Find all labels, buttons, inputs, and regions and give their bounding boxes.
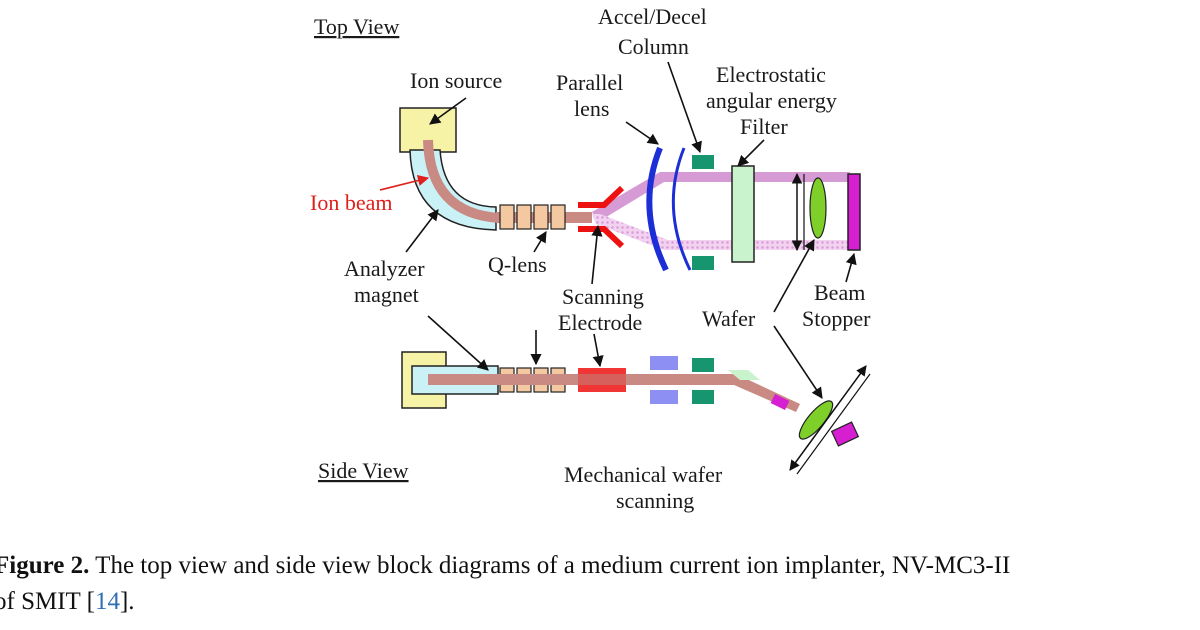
top-view-title: Top View xyxy=(314,14,399,39)
accel-decel-label-1: Accel/Decel xyxy=(598,4,707,29)
caption-source: of SMIT [ xyxy=(0,588,95,615)
beam-stopper-side-upper xyxy=(770,393,790,411)
ion-implanter-diagram: Top View Accel/Decel Column Ion source P… xyxy=(310,4,871,513)
ion-beam-side xyxy=(428,374,800,412)
accel-column-side-b xyxy=(692,390,714,404)
scanning-label-2: Electrode xyxy=(558,310,642,335)
caption-line-2: of SMIT [14]. xyxy=(0,584,1200,620)
caption-end: ]. xyxy=(119,588,135,615)
parallel-lens-label-1: Parallel xyxy=(556,70,623,95)
filter-label-3: Filter xyxy=(740,114,788,139)
beam-stopper-label-1: Beam xyxy=(814,280,865,305)
scanning-label-1: Scanning xyxy=(562,284,644,309)
parallel-lens-side-a xyxy=(650,356,678,370)
parallel-lens-top xyxy=(646,146,692,272)
caption-text: The top view and side view block diagram… xyxy=(89,552,1011,579)
wafer-side xyxy=(798,400,834,440)
energy-filter-side xyxy=(728,370,760,380)
analyzer-label-2: magnet xyxy=(354,282,419,307)
beam-stopper-side xyxy=(830,421,860,447)
figure-number: Figure 2. xyxy=(0,552,90,579)
accel-column-side-a xyxy=(692,358,714,372)
side-view-title: Side View xyxy=(318,458,409,483)
beam-stopper-top xyxy=(847,173,861,251)
ion-beam-side-overlay xyxy=(578,374,626,385)
filter-label-1: Electrostatic xyxy=(716,62,826,87)
q-lens-label: Q-lens xyxy=(488,252,547,277)
filter-label-2: angular energy xyxy=(706,88,837,113)
side-view-diagram xyxy=(401,351,871,475)
accel-decel-label-2: Column xyxy=(618,34,689,59)
mechanical-scan-label-2: scanning xyxy=(616,488,694,513)
parallel-lens-label-2: lens xyxy=(574,96,609,121)
accel-column-top-b xyxy=(692,256,714,270)
ion-beam-curve xyxy=(423,139,501,223)
top-view-diagram xyxy=(399,107,861,272)
q-lens-top xyxy=(499,204,566,230)
analyzer-label-1: Analyzer xyxy=(344,256,425,281)
parallel-lens-side-b xyxy=(650,390,678,404)
caption-line-1: Figure 2. The top view and side view blo… xyxy=(0,548,1200,584)
accel-column-top-a xyxy=(692,155,714,169)
ion-source-label: Ion source xyxy=(410,68,502,93)
scanning-electrode-top xyxy=(578,185,625,249)
energy-filter-top xyxy=(731,165,755,263)
mechanical-scan-label-1: Mechanical wafer xyxy=(564,462,723,487)
reference-link[interactable]: 14 xyxy=(94,588,120,615)
figure-caption: Figure 2. The top view and side view blo… xyxy=(0,548,1200,620)
mechanical-scan-arrow xyxy=(789,365,867,471)
ion-beam-leader xyxy=(379,175,430,191)
wafer-top xyxy=(809,177,827,239)
wafer-label: Wafer xyxy=(702,306,756,331)
ion-beam-label: Ion beam xyxy=(310,190,392,215)
beam-stopper-label-2: Stopper xyxy=(802,306,871,331)
leader-arrows xyxy=(405,61,857,399)
scanned-beam-upper xyxy=(592,172,850,222)
